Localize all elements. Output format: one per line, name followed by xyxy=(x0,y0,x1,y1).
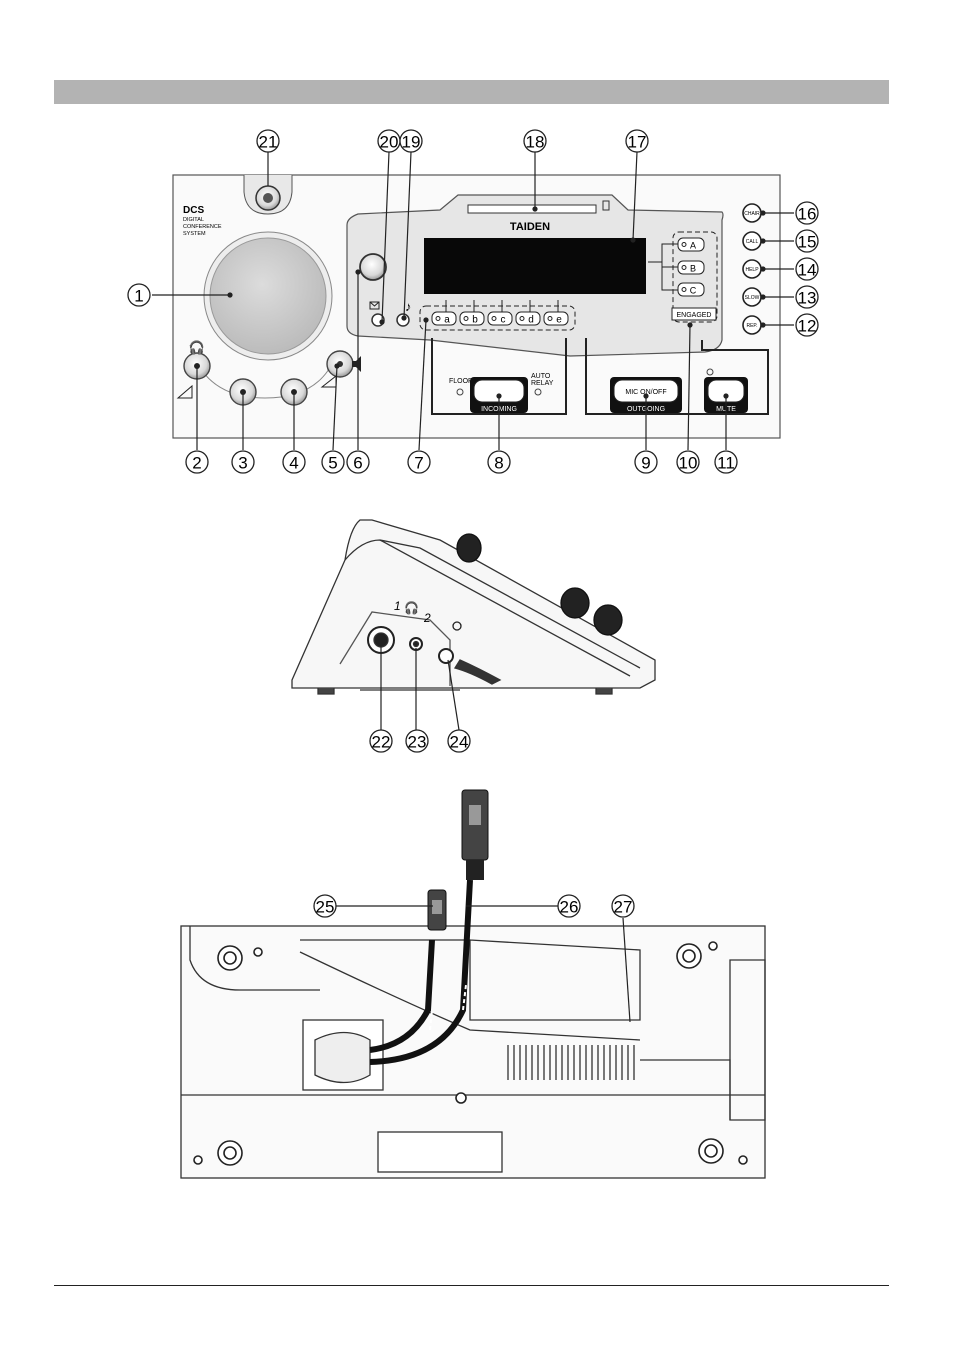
callout-label-18: 18 xyxy=(526,133,545,152)
headphone-icon: 🎧 xyxy=(189,340,205,355)
brand-sub-3: SYSTEM xyxy=(183,231,206,237)
callout-label-27: 27 xyxy=(614,898,633,917)
language-key-a[interactable]: A xyxy=(678,238,704,251)
help-button[interactable]: HELP xyxy=(743,260,761,278)
callout-label-11: 11 xyxy=(717,454,735,473)
engaged-indicator: ENGAGED xyxy=(676,312,711,319)
callout-label-22: 22 xyxy=(372,733,391,752)
bottom-view xyxy=(181,926,765,1178)
callout-label-14: 14 xyxy=(798,261,817,280)
callout-label-25: 25 xyxy=(316,898,335,917)
callout-label-1: 1 xyxy=(134,287,143,306)
callout-label-23: 23 xyxy=(408,733,427,752)
callout-label-7: 7 xyxy=(414,454,423,473)
lcd-display xyxy=(424,238,646,294)
slow-button[interactable]: SLOW xyxy=(743,288,761,306)
callout-label-16: 16 xyxy=(798,205,817,224)
svg-text:CHAIR: CHAIR xyxy=(744,211,760,217)
headphone-port-1-label: 1 xyxy=(394,599,401,613)
callout-label-8: 8 xyxy=(494,454,503,473)
callout-label-10: 10 xyxy=(679,454,698,473)
callout-label-5: 5 xyxy=(328,454,337,473)
callout-label-20: 20 xyxy=(380,133,399,152)
channel-key-c[interactable]: c xyxy=(488,312,512,326)
svg-text:a: a xyxy=(444,315,450,326)
speaker-grille xyxy=(210,238,326,354)
auto-relay-label-1: AUTO xyxy=(531,373,551,380)
chair-button[interactable]: CHAIR xyxy=(743,204,761,222)
channel-key-a[interactable]: a xyxy=(432,312,456,326)
svg-text:SLOW: SLOW xyxy=(745,295,760,301)
channel-key-b[interactable]: b xyxy=(460,312,484,326)
headphone-port-2-label: 2 xyxy=(423,611,431,625)
svg-text:CALL: CALL xyxy=(746,239,759,245)
long-connector-icon xyxy=(462,790,488,880)
repeat-button[interactable]: REP. xyxy=(743,316,761,334)
callout-label-19: 19 xyxy=(402,133,421,152)
display-logo: TAIDEN xyxy=(510,221,550,233)
callout-label-9: 9 xyxy=(641,454,650,473)
svg-text:A: A xyxy=(690,241,696,251)
side-view xyxy=(292,520,655,694)
side-recording-jack-icon xyxy=(439,649,453,663)
callout-label-3: 3 xyxy=(238,454,247,473)
svg-text:B: B xyxy=(690,264,696,274)
svg-text:REP.: REP. xyxy=(746,323,757,329)
music-note-icon: ♪ xyxy=(405,299,412,314)
brand-label: DCS xyxy=(183,205,204,216)
language-key-b[interactable]: B xyxy=(678,261,704,274)
short-connector-icon xyxy=(428,890,446,930)
callout-label-17: 17 xyxy=(628,133,647,152)
brand-sub-1: DIGITAL xyxy=(183,217,204,223)
callout-label-4: 4 xyxy=(289,454,298,473)
callout-label-21: 21 xyxy=(259,133,278,152)
voting-button[interactable] xyxy=(360,254,386,280)
svg-text:HELP: HELP xyxy=(745,267,759,273)
brand-sub-2: CONFERENCE xyxy=(183,224,222,230)
channel-key-d[interactable]: d xyxy=(516,312,540,326)
side-headphone-icon: 🎧 xyxy=(404,601,419,615)
callout-label-15: 15 xyxy=(798,233,817,252)
callout-label-26: 26 xyxy=(560,898,579,917)
callout-label-6: 6 xyxy=(353,454,362,473)
callout-label-2: 2 xyxy=(192,454,201,473)
svg-text:e: e xyxy=(556,315,562,326)
svg-text:b: b xyxy=(472,315,478,326)
svg-text:c: c xyxy=(501,315,506,326)
ic-card-slot xyxy=(468,205,596,213)
svg-text:C: C xyxy=(690,286,697,296)
channel-key-e[interactable]: e xyxy=(544,312,568,326)
callout-label-12: 12 xyxy=(798,317,817,336)
language-key-c[interactable]: C xyxy=(678,283,704,296)
callout-label-13: 13 xyxy=(798,289,817,308)
footer-rule xyxy=(54,1285,889,1286)
svg-text:d: d xyxy=(528,315,534,326)
auto-relay-label-2: RELAY xyxy=(531,380,554,387)
speaker-volume-knob[interactable] xyxy=(327,351,353,377)
callout-label-24: 24 xyxy=(450,733,469,752)
call-button[interactable]: CALL xyxy=(743,232,761,250)
floor-label: FLOOR xyxy=(449,378,473,385)
